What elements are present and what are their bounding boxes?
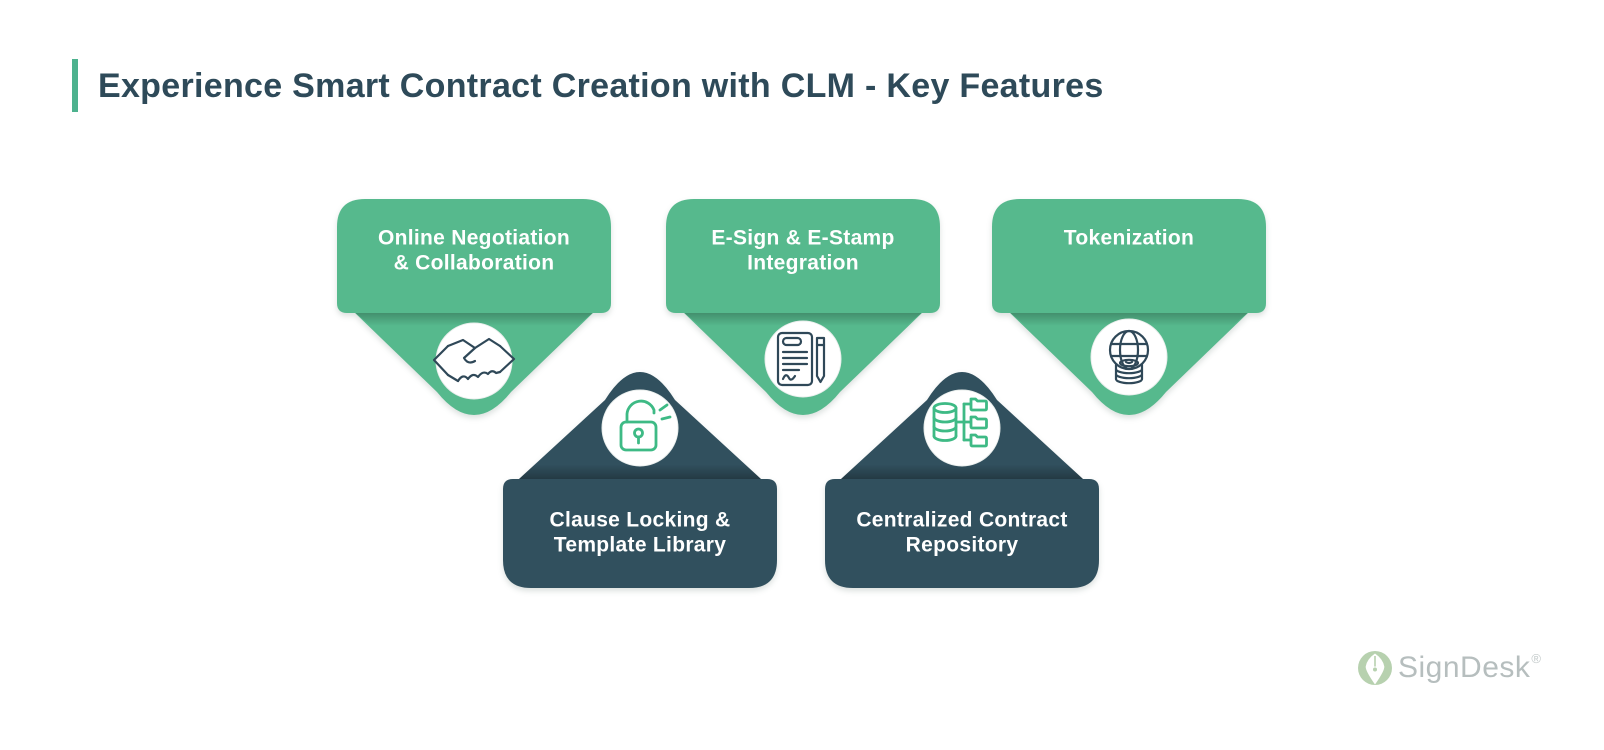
fold-shadow [682,311,924,326]
card-label-line: Repository [906,534,1019,557]
card-label-line: Tokenization [1064,227,1194,250]
handshake-icon [432,337,516,383]
unlock-padlock-icon [619,399,672,452]
card-rect-shape [503,479,777,588]
card-rect-shape [825,479,1099,588]
feature-card-centralized-contract-repository: Centralized Contract Repository [825,372,1099,588]
feature-card-online-negotiation-collaboration: Online Negotiation & Collaboration [337,199,611,415]
feature-card-clause-locking-template-library: Clause Locking & Template Library [503,372,777,588]
feature-card-esign-estamp-integration: E-Sign & E-Stamp Integration [666,199,940,415]
esign-document-pen-icon [776,331,826,387]
page-title: Experience Smart Contract Creation with … [98,67,1104,105]
database-folder-tree-icon [932,397,988,448]
fold-shadow [519,464,761,479]
feature-card-tokenization: Tokenization [992,199,1266,415]
card-label-line: Online Negotiation [378,227,570,250]
card-label-line: Clause Locking & [549,509,730,532]
fold-shadow [353,311,595,326]
signdesk-logo: SignDesk ® [1356,649,1541,687]
card-label-line: E-Sign & E-Stamp [711,227,894,250]
card-rect-shape [992,199,1266,313]
logo-text: SignDesk [1398,651,1531,684]
card-label-line: Integration [747,252,859,275]
card-rect-shape [337,199,611,313]
card-label-line: & Collaboration [394,252,555,275]
registered-mark: ® [1531,650,1541,666]
globe-token-icon [1108,329,1150,385]
card-rect-shape [666,199,940,313]
pen-nib-icon [1358,651,1392,685]
title-accent-bar [72,59,78,112]
card-label-line: Centralized Contract [856,509,1067,532]
card-label-line: Template Library [554,534,726,557]
fold-shadow [841,464,1083,479]
